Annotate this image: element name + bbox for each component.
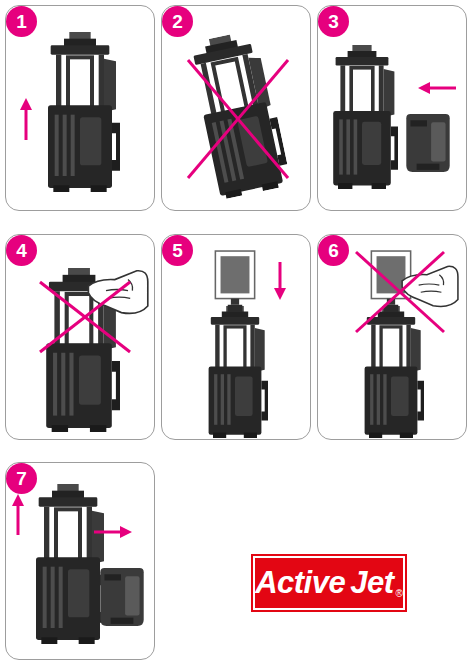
step-panel: 1 [5,5,155,211]
step-number: 5 [162,235,193,266]
step-panel: 2 [161,5,311,211]
step-number: 1 [6,6,37,37]
step-panel: 7 [5,462,155,660]
step-number: 3 [318,6,349,37]
step-number: 7 [6,463,37,494]
step-number: 4 [6,235,37,266]
step-panel: 6 [317,234,467,440]
registered-mark: ® [395,588,402,599]
brand-word: Jet [350,565,393,601]
step-number: 6 [318,235,349,266]
brand-word: Active [255,565,345,601]
brand-logo: ActiveJet® [253,556,405,610]
step-panel: 3 [317,5,467,211]
step-panel: 4 [5,234,155,440]
step-number: 2 [162,6,193,37]
step-panel: 5 [161,234,311,440]
